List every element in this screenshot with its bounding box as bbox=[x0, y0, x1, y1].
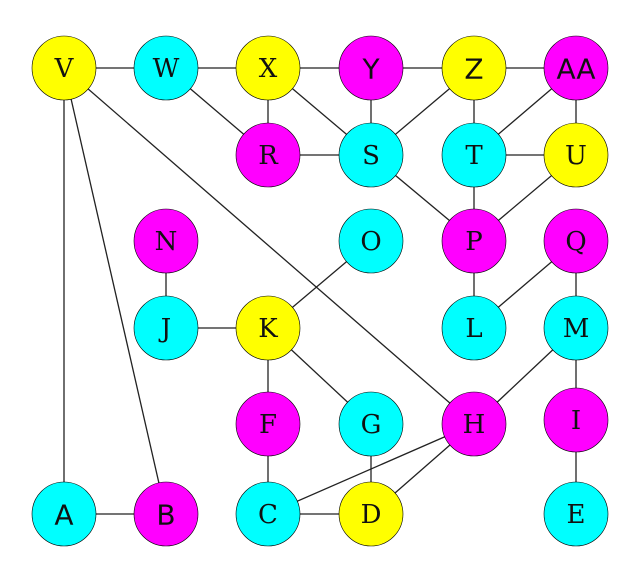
edge-v-h bbox=[63, 67, 475, 425]
node-label-k: K bbox=[258, 314, 278, 344]
node-label-t: T bbox=[465, 141, 483, 171]
node-g: G bbox=[338, 391, 404, 457]
node-label-z: Z bbox=[464, 53, 483, 86]
node-h: H bbox=[441, 391, 507, 457]
node-label-o: O bbox=[360, 227, 381, 257]
node-circle-a bbox=[31, 481, 97, 547]
node-a: A bbox=[31, 481, 97, 547]
node-q: Q bbox=[543, 208, 609, 274]
node-n: N bbox=[133, 208, 199, 274]
node-p: P bbox=[441, 208, 507, 274]
node-j: J bbox=[133, 295, 199, 361]
node-m: M bbox=[543, 295, 609, 361]
node-circle-w bbox=[133, 35, 199, 101]
node-label-b: B bbox=[156, 499, 175, 532]
node-circle-p bbox=[441, 208, 507, 274]
node-circle-c bbox=[235, 481, 301, 547]
node-circle-y bbox=[338, 35, 404, 101]
node-label-v: V bbox=[54, 54, 75, 84]
node-circle-m bbox=[543, 295, 609, 361]
node-circle-b bbox=[133, 481, 199, 547]
node-label-a: A bbox=[54, 499, 73, 532]
node-t: T bbox=[441, 122, 507, 188]
node-c: C bbox=[235, 481, 301, 547]
node-circle-h bbox=[441, 391, 507, 457]
node-circle-q bbox=[543, 208, 609, 274]
edge-v-b bbox=[63, 67, 167, 515]
node-circle-e bbox=[543, 481, 609, 547]
node-o: O bbox=[338, 208, 404, 274]
node-circle-i bbox=[543, 387, 609, 453]
node-circle-f bbox=[235, 391, 301, 457]
edge-h-c bbox=[267, 423, 475, 515]
node-label-d: D bbox=[361, 500, 382, 530]
node-label-r: R bbox=[258, 141, 279, 171]
node-circle-s bbox=[338, 122, 404, 188]
node-r: R bbox=[235, 122, 301, 188]
node-label-j: J bbox=[158, 314, 171, 344]
node-x: X bbox=[235, 35, 301, 101]
node-b: B bbox=[133, 481, 199, 547]
node-k: K bbox=[235, 295, 301, 361]
node-label-s: S bbox=[362, 141, 380, 171]
node-label-e: E bbox=[567, 500, 586, 530]
node-circle-aa bbox=[543, 35, 609, 101]
node-label-g: G bbox=[361, 410, 382, 440]
node-l: L bbox=[441, 295, 507, 361]
node-label-f: F bbox=[259, 410, 277, 440]
nodes-layer: V W X Y Z AA R S T U N O P Q J K L M F G H I A B C D E bbox=[31, 35, 609, 547]
node-label-h: H bbox=[463, 410, 486, 440]
node-d: D bbox=[338, 481, 404, 547]
node-e: E bbox=[543, 481, 609, 547]
node-label-x: X bbox=[259, 54, 278, 84]
node-label-m: M bbox=[563, 314, 590, 344]
node-circle-t bbox=[441, 122, 507, 188]
node-circle-u bbox=[543, 122, 609, 188]
node-label-y: Y bbox=[361, 53, 380, 86]
node-z: Z bbox=[441, 35, 507, 101]
node-circle-r bbox=[235, 122, 301, 188]
node-label-c: C bbox=[258, 500, 278, 530]
node-circle-k bbox=[235, 295, 301, 361]
node-s: S bbox=[338, 122, 404, 188]
node-label-n: N bbox=[155, 227, 178, 257]
node-circle-l bbox=[441, 295, 507, 361]
node-label-l: L bbox=[465, 314, 482, 344]
node-circle-o bbox=[338, 208, 404, 274]
node-circle-n bbox=[133, 208, 199, 274]
node-aa: AA bbox=[543, 35, 609, 101]
node-label-w: W bbox=[153, 54, 180, 84]
node-y: Y bbox=[338, 35, 404, 101]
node-circle-g bbox=[338, 391, 404, 457]
node-i: I bbox=[543, 387, 609, 453]
node-w: W bbox=[133, 35, 199, 101]
node-circle-v bbox=[31, 35, 97, 101]
node-circle-d bbox=[338, 481, 404, 547]
node-circle-j bbox=[133, 295, 199, 361]
node-label-q: Q bbox=[565, 227, 586, 257]
node-v: V bbox=[31, 35, 97, 101]
node-circle-z bbox=[441, 35, 507, 101]
node-label-aa: AA bbox=[556, 53, 595, 86]
node-label-p: P bbox=[465, 227, 483, 257]
node-f: F bbox=[235, 391, 301, 457]
node-circle-x bbox=[235, 35, 301, 101]
node-label-u: U bbox=[565, 141, 587, 171]
node-label-i: I bbox=[571, 406, 581, 436]
node-u: U bbox=[543, 122, 609, 188]
